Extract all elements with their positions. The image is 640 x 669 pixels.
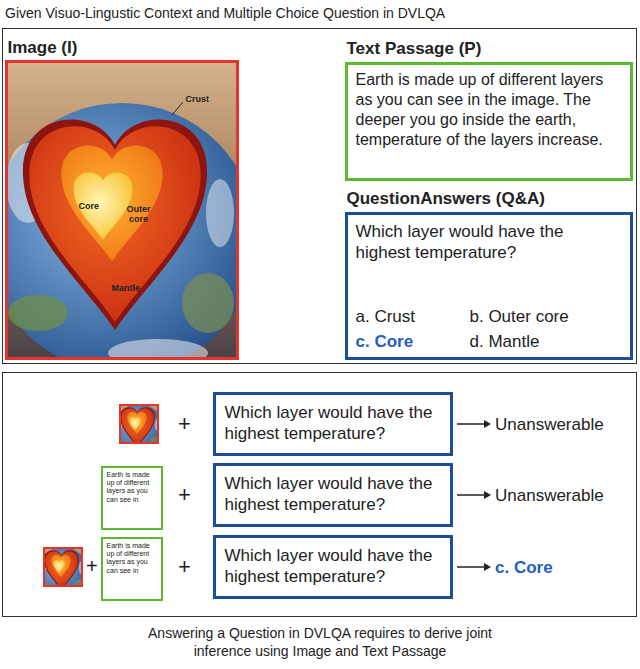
arrow-head [484, 420, 491, 428]
image-box: Image (I)CrustCoreOuter coreMantle [5, 60, 239, 360]
answer-option: b. Outer core [470, 306, 569, 327]
question-box: QuestionAnswers (Q&A)Which layer would h… [345, 212, 633, 360]
layer-label: Outer core [121, 204, 157, 225]
answer-option: c. Core [356, 331, 414, 352]
result-text: Unanswerable [495, 414, 604, 435]
thumbnail-border [44, 548, 82, 586]
leader-line [172, 102, 183, 115]
arrow-head [484, 491, 491, 499]
section-heading: Image (I) [8, 37, 78, 58]
passage-text: Earth is made up of different layers as … [356, 70, 622, 150]
passage-box: Text Passage (P)Earth is made up of diff… [345, 62, 633, 181]
image-thumbnail [121, 406, 157, 442]
question-text: Which layer would have the highest tempe… [225, 473, 441, 516]
earth-illustration [8, 63, 236, 357]
question-box: Which layer would have the highest tempe… [213, 392, 453, 456]
plus-sign: + [178, 410, 191, 438]
passage-snippet: Earth is made up of different layers as … [107, 542, 157, 576]
layer-label: Core [79, 201, 100, 212]
context-panel: Image (I) CrustCore Outer coreMantle Text P… [2, 28, 637, 364]
question-text: Which layer would have the highest tempe… [225, 402, 441, 445]
image-thumbnail [45, 549, 81, 585]
question-box: Which layer would have the highest tempe… [213, 535, 453, 599]
result-arrow [457, 566, 485, 568]
section-heading: Text Passage (P) [347, 38, 482, 59]
figure-caption: Answering a Question in DVLQA requires t… [130, 624, 510, 660]
main-image [8, 63, 236, 357]
layer-label: Mantle [112, 283, 141, 294]
figure-title: Given Visuo-Lingustic Context and Multip… [5, 5, 445, 23]
passage-thumbnail: Earth is made up of different layers as … [101, 466, 163, 530]
question-text: Which layer would have the highest tempe… [225, 545, 441, 588]
answer-option: a. Crust [356, 306, 416, 327]
plus-sign: + [178, 481, 191, 509]
answer-text: c. Core [495, 557, 553, 578]
arrow-head [484, 563, 491, 571]
earth-illustration [121, 406, 157, 442]
result-arrow [457, 494, 485, 496]
section-heading: QuestionAnswers (Q&A) [347, 188, 545, 209]
earth-illustration [45, 549, 81, 585]
layer-label: Crust [186, 94, 210, 105]
question-box: Which layer would have the highest tempe… [213, 463, 453, 527]
plus-sign: + [178, 553, 191, 581]
result-text: Unanswerable [495, 485, 604, 506]
passage-snippet: Earth is made up of different layers as … [107, 471, 157, 505]
thumbnail-border [120, 405, 158, 443]
question-text: Which layer would have the highest tempe… [356, 221, 622, 264]
answer-option: d. Mantle [470, 331, 540, 352]
plus-sign: + [86, 554, 98, 579]
result-arrow [457, 423, 485, 425]
passage-thumbnail: Earth is made up of different layers as … [101, 537, 163, 601]
